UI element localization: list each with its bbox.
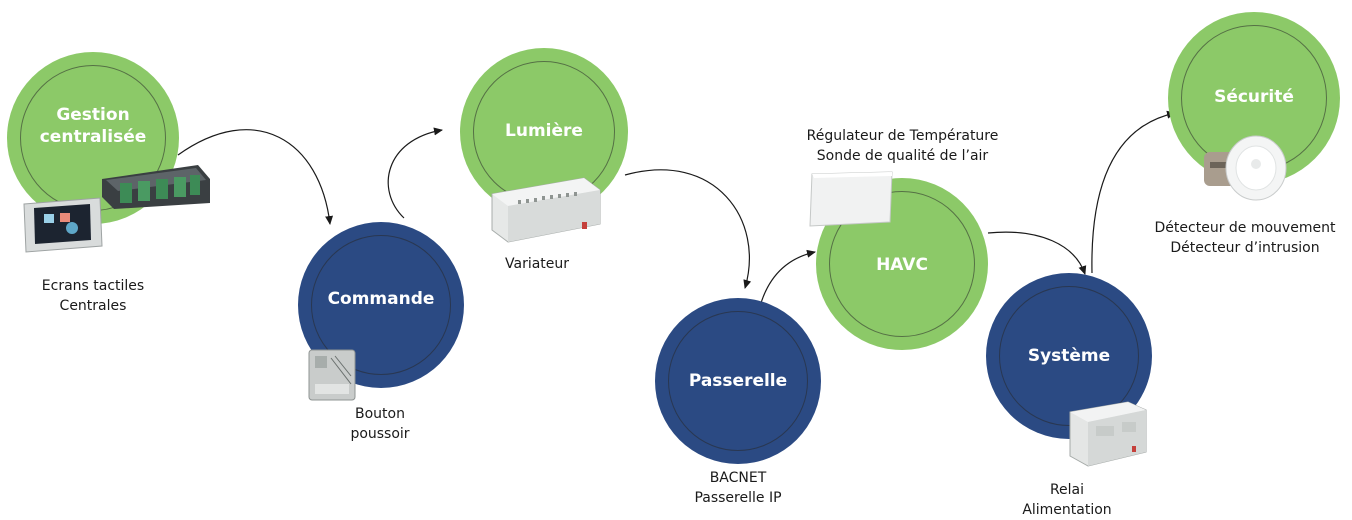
node-title: Lumière bbox=[505, 121, 583, 141]
caption-commande: Bouton poussoir bbox=[340, 404, 420, 444]
caption-line: Détecteur d’intrusion bbox=[1170, 240, 1320, 256]
arrow-lumiere-to-passerelle bbox=[624, 169, 752, 289]
caption-line: Alimentation bbox=[1022, 502, 1112, 518]
caption-line: Ecrans tactiles bbox=[41, 278, 145, 294]
dimmer-module-icon bbox=[491, 177, 601, 243]
caption-passerelle: BACNET Passerelle IP bbox=[668, 468, 808, 508]
arrow-havc-to-systeme bbox=[987, 231, 1087, 275]
node-ring bbox=[829, 191, 975, 337]
node-title: Système bbox=[1027, 346, 1111, 366]
arrow-gestion-to-commande bbox=[177, 129, 334, 225]
caption-line: Variateur bbox=[505, 256, 570, 272]
caption-gestion: Ecrans tactiles Centrales bbox=[28, 276, 158, 316]
caption-line: Bouton bbox=[355, 406, 405, 422]
node-lumiere: Lumière bbox=[460, 48, 628, 216]
caption-line: Régulateur de Température bbox=[806, 128, 999, 144]
node-ring bbox=[311, 235, 451, 375]
node-title: Sécurité bbox=[1214, 87, 1294, 107]
node-title: HAVC bbox=[876, 255, 928, 275]
caption-lumiere: Variateur bbox=[505, 254, 585, 274]
node-ring bbox=[999, 286, 1139, 426]
node-ring bbox=[668, 311, 808, 451]
caption-securite: Détecteur de mouvement Détecteur d’intru… bbox=[1150, 218, 1340, 258]
caption-line: poussoir bbox=[350, 426, 410, 442]
caption-line: Passerelle IP bbox=[694, 490, 782, 506]
node-title: Passerelle bbox=[688, 371, 788, 391]
push-button-module-icon bbox=[308, 349, 356, 401]
caption-systeme: Relai Alimentation bbox=[1002, 480, 1132, 520]
node-passerelle: Passerelle bbox=[655, 298, 821, 464]
caption-line: Sonde de qualité de l’air bbox=[816, 148, 989, 164]
relay-module-icon bbox=[1069, 401, 1147, 467]
arrow-passerelle-to-havc bbox=[760, 249, 816, 304]
node-title-line1: Gestion bbox=[56, 105, 130, 125]
temperature-regulator-icon bbox=[809, 171, 893, 227]
caption-havc: Régulateur de Température Sonde de quali… bbox=[795, 126, 1010, 166]
arrow-commande-to-lumiere bbox=[387, 127, 443, 219]
touchscreen-panel-icon bbox=[23, 197, 103, 253]
node-systeme: Système bbox=[986, 273, 1152, 439]
caption-line: BACNET bbox=[709, 470, 767, 486]
caption-line: Relai bbox=[1049, 482, 1085, 498]
caption-line: Centrales bbox=[59, 298, 127, 314]
node-title-line2: centralisée bbox=[39, 127, 147, 147]
caption-line: Détecteur de mouvement bbox=[1154, 220, 1336, 236]
node-title: Commande bbox=[327, 289, 435, 309]
arrow-systeme-to-securite bbox=[1091, 110, 1176, 274]
motion-detector-icon bbox=[1204, 135, 1287, 201]
central-controller-icon bbox=[102, 165, 210, 209]
